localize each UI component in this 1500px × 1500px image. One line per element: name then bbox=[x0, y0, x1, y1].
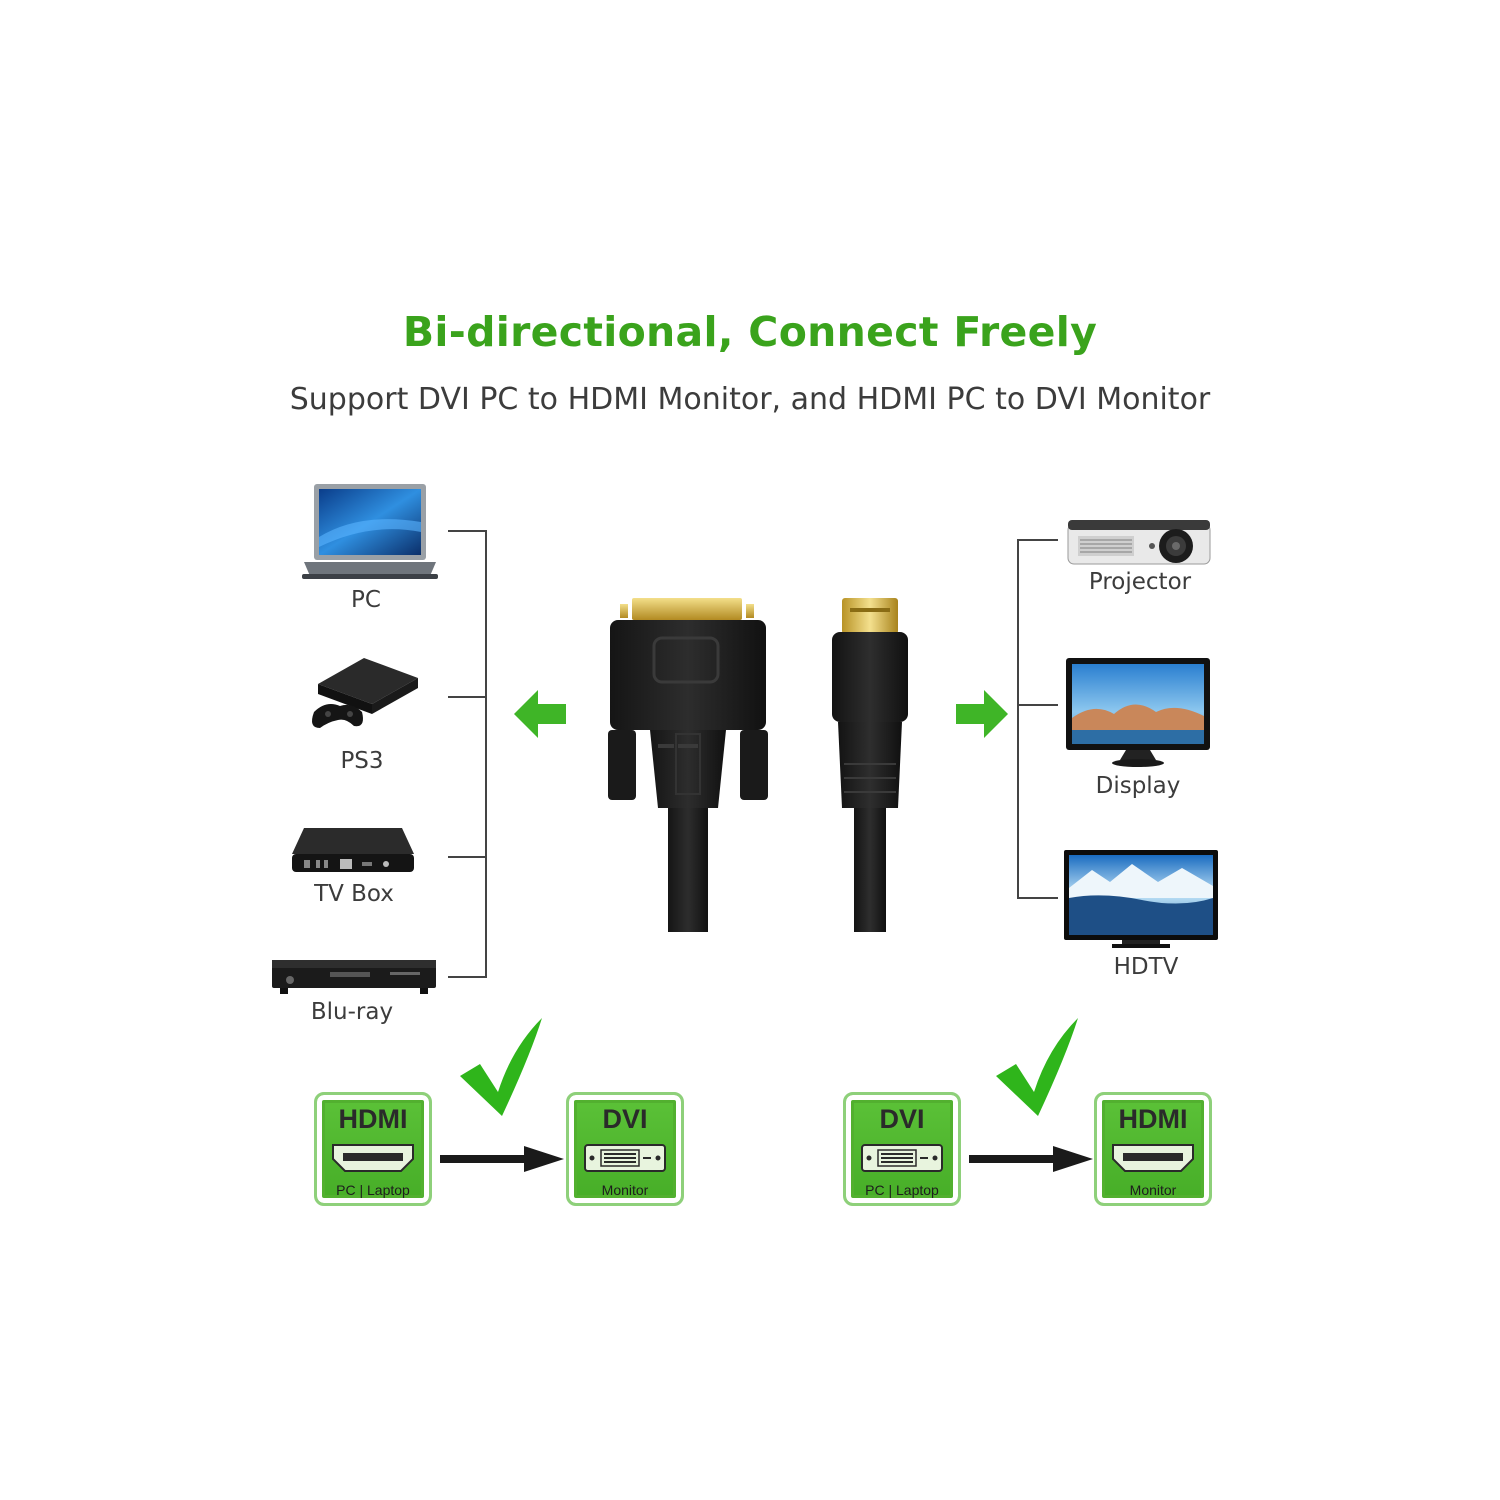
game-console-icon bbox=[312, 658, 418, 728]
device-label-pc: PC bbox=[351, 587, 381, 613]
hdmi-port-icon bbox=[1112, 1144, 1194, 1172]
device-label-projector: Projector bbox=[1088, 569, 1192, 595]
tv-icon bbox=[1064, 850, 1218, 948]
flow-1-target-sub: Monitor bbox=[601, 1182, 649, 1198]
device-label-ps3: PS3 bbox=[340, 748, 384, 774]
flow-1-target-badge: DVI Monitor bbox=[566, 1092, 684, 1206]
page-subtitle: Support DVI PC to HDMI Monitor, and HDMI… bbox=[289, 382, 1211, 417]
flow-1-target-title: DVI bbox=[602, 1104, 648, 1134]
tv-box-icon bbox=[292, 828, 414, 872]
arrow-left-icon bbox=[514, 690, 566, 738]
flow-2-source-title: DVI bbox=[879, 1104, 925, 1134]
dvi-port-icon bbox=[861, 1144, 943, 1172]
flow-2-arrow-icon bbox=[969, 1146, 1093, 1172]
checkmark-icon bbox=[460, 1018, 542, 1116]
dvi-port-icon bbox=[584, 1144, 666, 1172]
flow-2-target-title: HDMI bbox=[1118, 1104, 1188, 1134]
flow-1-source-sub: PC | Laptop bbox=[336, 1182, 410, 1198]
blu-ray-player-icon bbox=[272, 960, 436, 994]
device-label-blu-ray: Blu-ray bbox=[310, 999, 394, 1025]
device-label-hdtv: HDTV bbox=[1113, 954, 1179, 980]
flow-2-target-sub: Monitor bbox=[1129, 1182, 1177, 1198]
dvi-connector-icon bbox=[608, 598, 768, 932]
flow-1-arrow-icon bbox=[440, 1146, 564, 1172]
laptop-icon bbox=[302, 484, 438, 579]
arrow-right-icon bbox=[956, 690, 1008, 738]
device-label-tv-box: TV Box bbox=[314, 881, 394, 907]
projector-icon bbox=[1067, 520, 1211, 565]
hdmi-connector-icon bbox=[832, 598, 908, 932]
flow-2-source-sub: PC | Laptop bbox=[865, 1182, 939, 1198]
flow-1-source-badge: HDMI PC | Laptop bbox=[314, 1092, 432, 1206]
checkmark-icon bbox=[996, 1018, 1078, 1116]
monitor-icon bbox=[1066, 658, 1210, 767]
device-label-display: Display bbox=[1095, 773, 1181, 799]
flow-2-target-badge: HDMI Monitor bbox=[1094, 1092, 1212, 1206]
flow-2-source-badge: DVI PC | Laptop bbox=[843, 1092, 961, 1206]
flow-1-source-title: HDMI bbox=[338, 1104, 408, 1134]
hdmi-port-icon bbox=[332, 1144, 414, 1172]
page-title: Bi-directional, Connect Freely bbox=[402, 308, 1098, 356]
